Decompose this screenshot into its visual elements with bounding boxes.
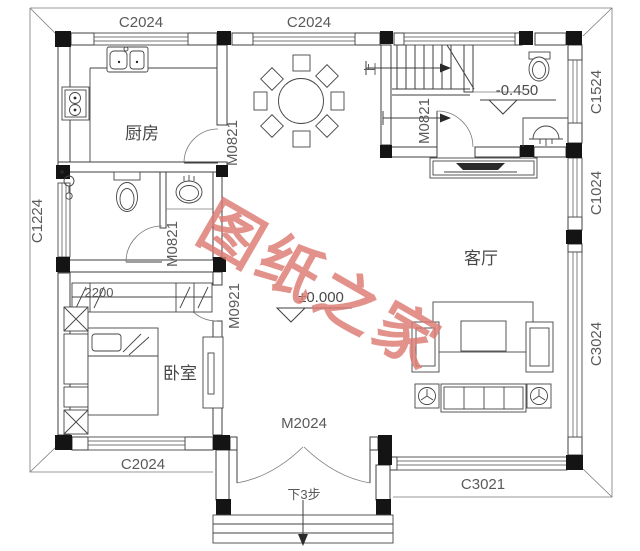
kitchen-fixtures bbox=[61, 46, 217, 162]
wc-toilet bbox=[528, 51, 551, 82]
shower-head bbox=[60, 170, 75, 200]
living-room-furniture bbox=[411, 157, 554, 413]
dining-table-set bbox=[253, 54, 345, 148]
eave-outline bbox=[29, 7, 613, 498]
annotation-labels: 上 下3步 2200 bbox=[85, 62, 378, 502]
stair-hall-door bbox=[436, 110, 474, 148]
stair-lower-arrow bbox=[382, 111, 451, 125]
window-bottom-C3021 bbox=[396, 456, 568, 471]
rear-wc-fixtures bbox=[522, 51, 568, 147]
window-top-center-C2024 bbox=[252, 32, 356, 46]
entrance-porch bbox=[212, 500, 394, 546]
door-labels: M0821 M0821 M0821 M0921 M2024 bbox=[164, 98, 433, 432]
bed bbox=[87, 327, 159, 416]
level-main-text: ±0.000 bbox=[298, 289, 344, 306]
fan-side-table-left bbox=[414, 383, 440, 409]
label-room-living: 客厅 bbox=[464, 249, 498, 269]
washbasin bbox=[175, 175, 203, 204]
kitchen-sink bbox=[106, 46, 149, 73]
window-right-C1024 bbox=[567, 157, 583, 218]
kitchen-stove bbox=[61, 86, 90, 121]
label-entry-steps: 下3步 bbox=[287, 487, 320, 502]
bedroom-tv-cabinet bbox=[202, 336, 224, 409]
structural-columns bbox=[55, 31, 583, 515]
wardrobe bbox=[71, 282, 213, 313]
staircase bbox=[365, 44, 475, 125]
level-main: ±0.000 bbox=[275, 289, 352, 323]
sofa-set bbox=[411, 301, 554, 413]
entry-down-arrow bbox=[298, 500, 308, 546]
label-window-bottom-left: C2024 bbox=[121, 456, 165, 473]
stair-up-arrow bbox=[365, 61, 451, 75]
label-door-stair-hall: M0821 bbox=[416, 98, 433, 144]
window-labels: C2024 C2024 C1524 C1024 C3024 C1224 C202… bbox=[29, 14, 605, 493]
bathroom-fixtures bbox=[60, 170, 203, 212]
bathroom-door bbox=[125, 225, 163, 263]
window-right-C1524 bbox=[567, 59, 583, 124]
label-stair-up: 上 bbox=[363, 62, 378, 75]
kitchen-door bbox=[183, 128, 219, 164]
label-window-top-left: C2024 bbox=[119, 14, 163, 31]
label-window-right-middle: C1024 bbox=[588, 171, 605, 215]
label-window-top-center: C2024 bbox=[287, 14, 331, 31]
label-room-kitchen: 厨房 bbox=[125, 124, 159, 144]
windows bbox=[57, 32, 583, 471]
label-wardrobe-dim: 2200 bbox=[85, 285, 114, 300]
window-left-C1224 bbox=[57, 182, 71, 258]
elevation-marks: -0.450 ±0.000 bbox=[275, 82, 556, 323]
bedroom-furniture bbox=[63, 282, 224, 435]
window-top-right bbox=[403, 32, 516, 46]
label-door-entrance: M2024 bbox=[281, 415, 327, 432]
label-door-bathroom: M0821 bbox=[164, 221, 181, 267]
label-window-left: C1224 bbox=[29, 199, 46, 243]
toilet bbox=[113, 171, 141, 212]
window-right-C3024 bbox=[567, 251, 583, 438]
label-window-right-top: C1524 bbox=[588, 70, 605, 114]
tv-cabinet bbox=[429, 157, 538, 179]
window-top-left-C2024 bbox=[93, 32, 189, 46]
fan-side-table-right bbox=[526, 383, 552, 409]
label-room-bedroom: 卧室 bbox=[163, 364, 197, 384]
label-window-bottom-right: C3021 bbox=[461, 476, 505, 493]
entrance-double-door bbox=[236, 446, 371, 484]
nightstand-top bbox=[63, 306, 89, 332]
label-door-kitchen: M0821 bbox=[224, 120, 241, 166]
room-labels: 厨房 客厅 卧室 bbox=[125, 124, 498, 384]
label-window-right-bottom: C3024 bbox=[588, 322, 605, 366]
window-bottom-C2024 bbox=[87, 436, 186, 451]
wc-basin bbox=[529, 125, 563, 146]
nightstand-bottom bbox=[63, 409, 89, 435]
level-rear: -0.450 bbox=[480, 82, 556, 115]
label-door-bedroom: M0921 bbox=[226, 283, 243, 329]
level-rear-text: -0.450 bbox=[496, 82, 539, 99]
